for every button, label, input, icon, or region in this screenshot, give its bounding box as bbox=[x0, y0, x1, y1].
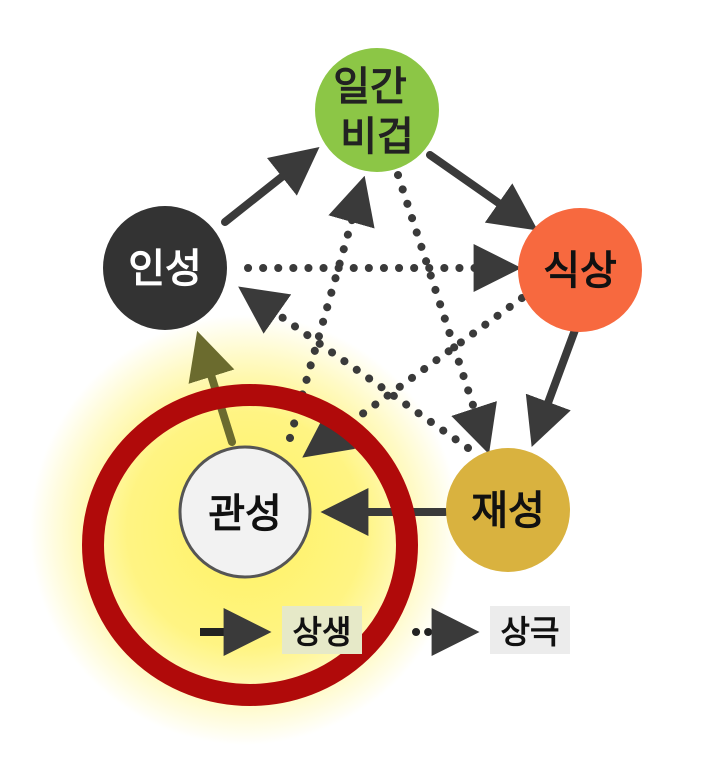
legend-generating-bg bbox=[282, 606, 362, 654]
legend-generating-label: 상생 bbox=[293, 613, 352, 651]
node-inseong: 인성 bbox=[103, 206, 227, 330]
node-siksang: 식상 bbox=[518, 208, 642, 332]
node-gwanseong-label: 관성 bbox=[208, 491, 282, 537]
node-jaeseong-label: 재성 bbox=[471, 488, 545, 534]
arrow-jaeseong-to-inseong bbox=[238, 286, 472, 452]
legend-controlling-label: 상극 bbox=[501, 613, 560, 651]
svg-text:일간 비겁: 일간 비겁 bbox=[333, 64, 421, 160]
node-siksang-label: 식상 bbox=[543, 248, 617, 294]
node-inseong-label: 인성 bbox=[128, 246, 202, 292]
arrow-ilgan-to-jaeseong bbox=[394, 171, 497, 455]
legend-controlling-bg bbox=[490, 606, 570, 654]
legend: 상생 상극 bbox=[200, 606, 570, 656]
node-ilgan: 일간 비겁 bbox=[315, 48, 439, 172]
arrow-siksang-to-gwanseong bbox=[302, 294, 526, 458]
node-gwanseong: 관성 bbox=[178, 445, 312, 579]
arrow-inseong-to-ilgan bbox=[221, 147, 320, 226]
arrow-siksang-to-jaeseong bbox=[525, 326, 579, 448]
arrow-ilgan-to-siksang bbox=[426, 151, 538, 231]
highlight-ring bbox=[82, 384, 418, 706]
node-ilgan-line1: 일간 bbox=[333, 64, 407, 110]
node-jaeseong: 재성 bbox=[446, 448, 570, 572]
node-ilgan-line2: 비겁 bbox=[340, 114, 414, 160]
